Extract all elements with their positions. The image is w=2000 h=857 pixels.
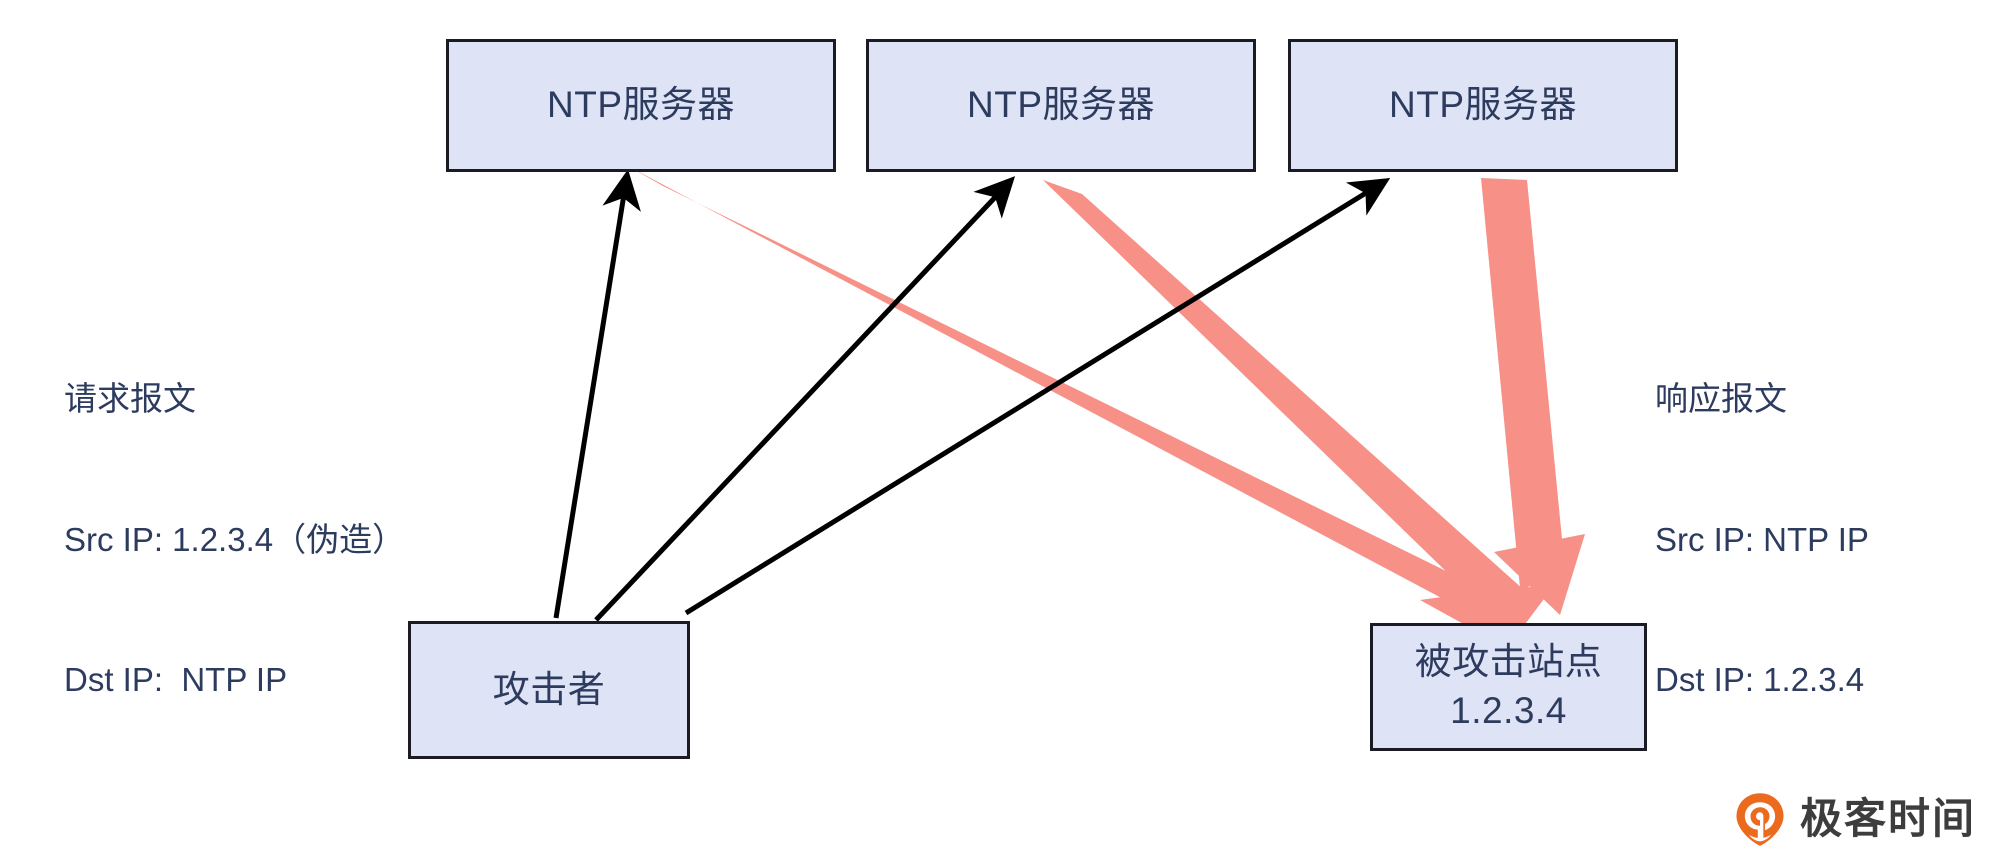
- ntp-server-box-1[interactable]: NTP服务器: [446, 39, 836, 172]
- request-annotation-heading: 请求报文: [64, 380, 196, 418]
- response-arrow-2: [1043, 180, 1553, 644]
- request-arrow-group: [553, 169, 1391, 622]
- victim-label-ip: 1.2.3.4: [1450, 690, 1567, 731]
- request-annotation: 请求报文 Src IP: 1.2.3.4（伪造） Dst IP: NTP IP: [64, 290, 405, 799]
- response-arrow-group: [628, 166, 1585, 644]
- request-annotation-src: Src IP: 1.2.3.4（伪造）: [64, 520, 406, 558]
- geektime-logo-icon: [1736, 793, 1784, 846]
- response-annotation-heading: 响应报文: [1655, 380, 1787, 418]
- attacker-box[interactable]: 攻击者: [408, 621, 690, 759]
- watermark-brand: 极客时间: [1799, 795, 1976, 842]
- request-arrow-2: [594, 176, 1016, 622]
- ntp-server-label-3: NTP服务器: [1389, 84, 1577, 126]
- response-annotation: 响应报文 Src IP: NTP IP Dst IP: 1.2.3.4: [1655, 290, 1869, 799]
- ntp-server-box-3[interactable]: NTP服务器: [1288, 39, 1678, 172]
- response-annotation-src: Src IP: NTP IP: [1655, 520, 1869, 558]
- request-annotation-dst: Dst IP: NTP IP: [64, 661, 288, 699]
- watermark: 极客时间: [1732, 791, 1976, 847]
- victim-label-name: 被攻击站点: [1414, 641, 1603, 683]
- response-annotation-dst: Dst IP: 1.2.3.4: [1655, 661, 1865, 699]
- victim-box[interactable]: 被攻击站点 1.2.3.4: [1370, 623, 1647, 751]
- request-arrow-3: [684, 178, 1391, 616]
- attacker-label: 攻击者: [492, 668, 606, 710]
- ntp-server-label-2: NTP服务器: [967, 84, 1155, 126]
- response-arrow-3: [1481, 178, 1585, 615]
- ntp-server-box-2[interactable]: NTP服务器: [866, 39, 1256, 172]
- request-arrow-1: [553, 169, 641, 619]
- ntp-server-label-1: NTP服务器: [547, 84, 735, 126]
